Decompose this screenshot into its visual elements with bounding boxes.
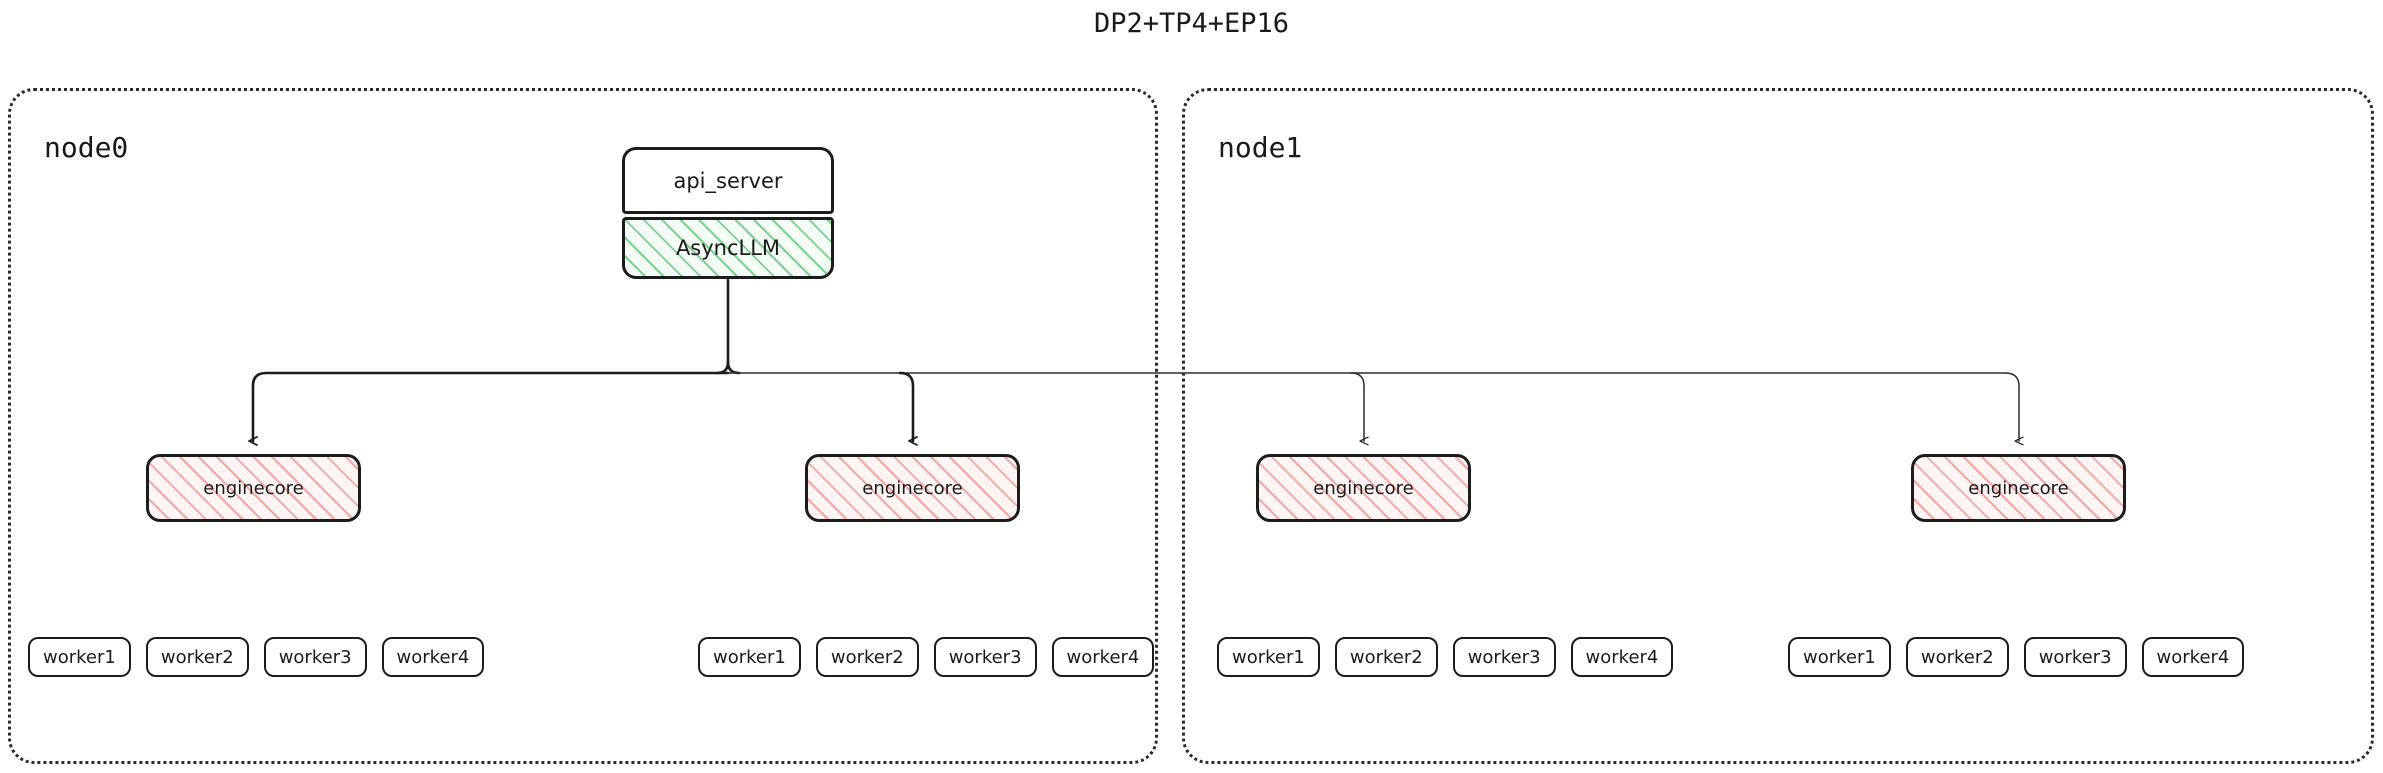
worker-label: worker3: [1467, 646, 1541, 668]
worker-box[interactable]: worker1: [1217, 637, 1320, 677]
worker-label: worker1: [1232, 646, 1305, 668]
worker-box[interactable]: worker1: [1788, 637, 1891, 677]
worker-box[interactable]: worker2: [145, 637, 249, 677]
worker-label: worker4: [1066, 646, 1140, 668]
worker-box[interactable]: worker4: [1051, 637, 1155, 677]
worker-label: worker2: [1920, 646, 1994, 668]
enginecore-box[interactable]: enginecore: [1256, 454, 1471, 522]
worker-group: worker1 worker2 worker3 worker4: [1217, 637, 1674, 677]
enginecore-box[interactable]: enginecore: [146, 454, 361, 522]
worker-box[interactable]: worker2: [1905, 637, 2009, 677]
enginecore-box[interactable]: enginecore: [805, 454, 1020, 522]
worker-box[interactable]: worker4: [2141, 637, 2245, 677]
worker-label: worker2: [160, 646, 234, 668]
worker-box[interactable]: worker3: [2023, 637, 2127, 677]
worker-box[interactable]: worker4: [1570, 637, 1674, 677]
worker-box[interactable]: worker2: [815, 637, 919, 677]
node-label-node0: node0: [44, 131, 129, 164]
worker-label: worker2: [1349, 646, 1423, 668]
worker-label: worker4: [2156, 646, 2230, 668]
worker-box[interactable]: worker2: [1334, 637, 1438, 677]
worker-box[interactable]: worker3: [933, 637, 1037, 677]
node-label-node1: node1: [1218, 131, 1303, 164]
asyncllm-box[interactable]: AsyncLLM: [622, 217, 834, 279]
worker-label: worker3: [2038, 646, 2112, 668]
worker-box[interactable]: worker3: [263, 637, 367, 677]
worker-label: worker3: [278, 646, 352, 668]
worker-box[interactable]: worker3: [1452, 637, 1556, 677]
worker-label: worker4: [1585, 646, 1659, 668]
worker-group: worker1 worker2 worker3 worker4: [28, 637, 485, 677]
page-title: DP2+TP4+EP16: [1093, 8, 1290, 39]
worker-label: worker4: [396, 646, 470, 668]
worker-group: worker1 worker2 worker3 worker4: [1788, 637, 2245, 677]
enginecore-label: enginecore: [1968, 477, 2069, 499]
worker-label: worker1: [713, 646, 786, 668]
enginecore-box[interactable]: enginecore: [1911, 454, 2126, 522]
worker-group: worker1 worker2 worker3 worker4: [698, 637, 1155, 677]
worker-label: worker1: [43, 646, 116, 668]
worker-box[interactable]: worker4: [381, 637, 485, 677]
api-server-label: api_server: [673, 168, 783, 193]
node-container-node0: [8, 88, 1158, 764]
enginecore-label: enginecore: [1313, 477, 1414, 499]
worker-box[interactable]: worker1: [698, 637, 801, 677]
worker-label: worker1: [1803, 646, 1876, 668]
node-container-node1: [1182, 88, 2374, 764]
worker-label: worker3: [948, 646, 1022, 668]
asyncllm-label: AsyncLLM: [675, 236, 781, 260]
worker-label: worker2: [830, 646, 904, 668]
worker-box[interactable]: worker1: [28, 637, 131, 677]
api-server-box[interactable]: api_server: [622, 147, 834, 214]
enginecore-label: enginecore: [203, 477, 304, 499]
enginecore-label: enginecore: [862, 477, 963, 499]
